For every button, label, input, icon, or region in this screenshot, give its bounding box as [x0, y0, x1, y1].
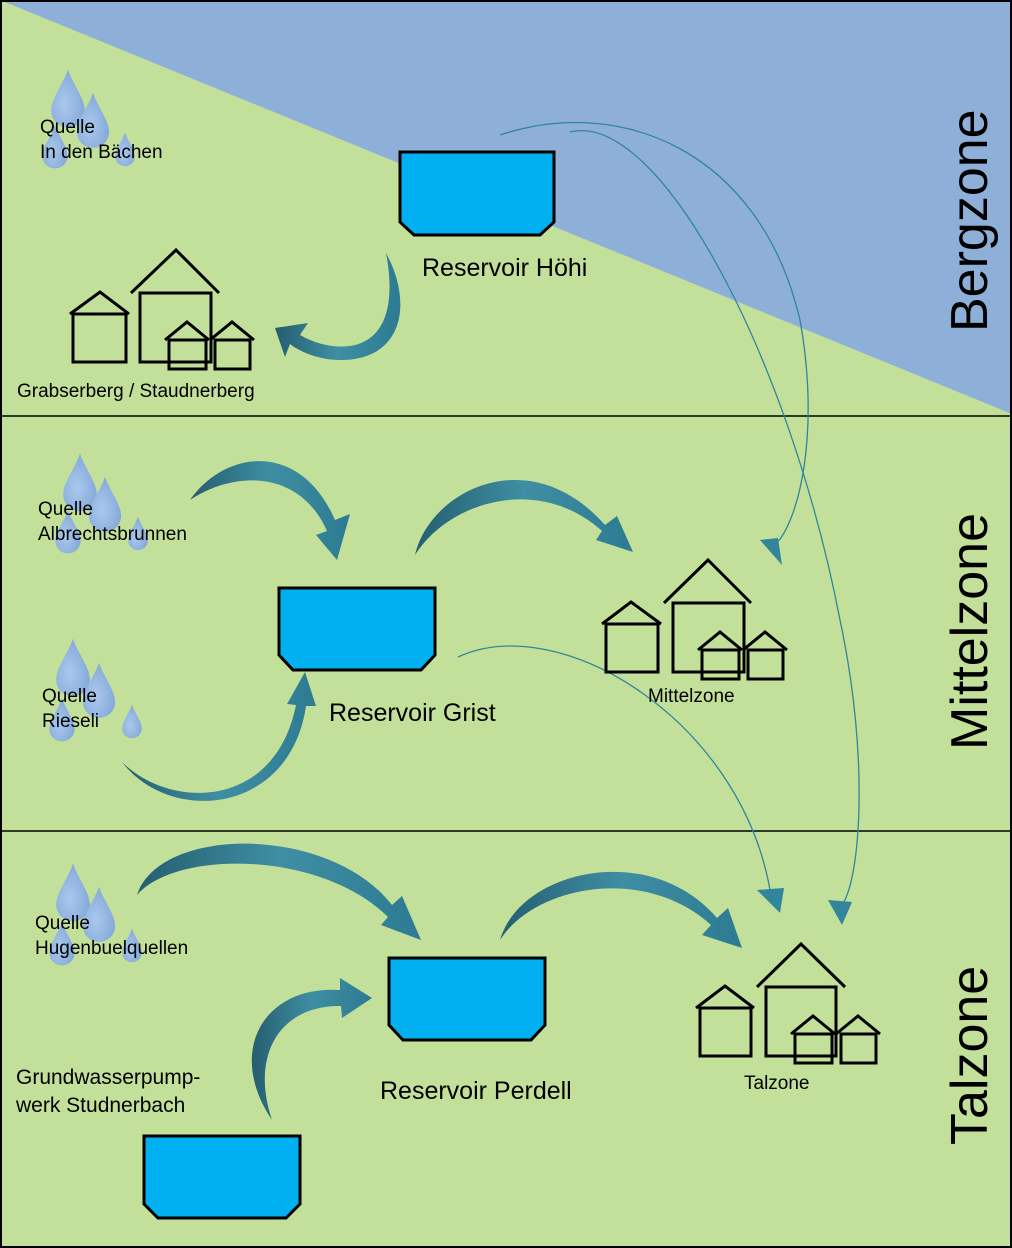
house-icon: [662, 557, 753, 674]
house-icon: [742, 630, 788, 681]
flow-arrow-icon: [251, 978, 372, 1120]
thin-flow-connectors: [457, 122, 860, 925]
settlement-mittelzone: [601, 557, 788, 681]
flow-arrow-icon: [190, 461, 350, 560]
reservoirs: [142, 150, 556, 1220]
flow-arrows: [122, 253, 742, 1120]
source-baechen-label-1: Quelle: [40, 117, 95, 138]
source-hugenbuel-label-1: Quelle: [35, 913, 90, 934]
flow-arrow-icon: [137, 843, 421, 940]
settlement-grabserberg-label: Grabserberg / Staudnerberg: [17, 381, 255, 402]
house-icon: [164, 320, 210, 371]
zone-label-berg: Bergzone: [941, 109, 999, 332]
house-icon: [697, 630, 743, 681]
source-grundwasser-label-1: Grundwasserpump-: [16, 1066, 200, 1089]
settlement-talzone-label: Talzone: [744, 1073, 810, 1094]
zone-label-tal: Talzone: [941, 966, 999, 1145]
reservoir-icon: [277, 586, 437, 672]
house-icon: [835, 1014, 881, 1065]
settlement-talzone: [695, 941, 881, 1065]
source-grundwasser-label-2: werk Studnerbach: [15, 1094, 185, 1117]
house-icon: [755, 941, 847, 1058]
house-icon: [695, 984, 755, 1058]
house-icon: [69, 290, 130, 364]
reservoir-grist-label: Reservoir Grist: [329, 699, 496, 727]
source-albrechts-label-2: Albrechtsbrunnen: [38, 524, 187, 545]
house-icon: [790, 1014, 836, 1065]
source-hugenbuel-label-2: Hugenbuelquellen: [35, 938, 188, 959]
house-icon: [209, 320, 255, 371]
reservoir-perdell-label: Reservoir Perdell: [380, 1077, 572, 1105]
source-albrechts-label-1: Quelle: [38, 499, 93, 520]
settlement-grabserberg: [69, 247, 255, 371]
flow-arrow-icon: [415, 479, 633, 555]
reservoir-icon: [398, 150, 556, 237]
zone-label-mittel: Mittelzone: [941, 513, 999, 750]
flow-arrow-icon: [500, 871, 742, 948]
flow-arrow-icon: [275, 253, 401, 360]
reservoir-icon: [142, 1134, 302, 1220]
flow-arrow-icon: [122, 672, 316, 801]
source-baechen-label-2: In den Bächen: [40, 142, 163, 163]
settlement-mittelzone-label: Mittelzone: [648, 686, 735, 707]
source-rieseli-label-2: Rieseli: [42, 711, 99, 732]
source-rieseli-label-1: Quelle: [42, 686, 97, 707]
house-icon: [129, 247, 221, 364]
house-icon: [601, 600, 662, 674]
reservoir-hoehi-label: Reservoir Höhi: [422, 254, 587, 282]
reservoir-icon: [387, 956, 547, 1042]
